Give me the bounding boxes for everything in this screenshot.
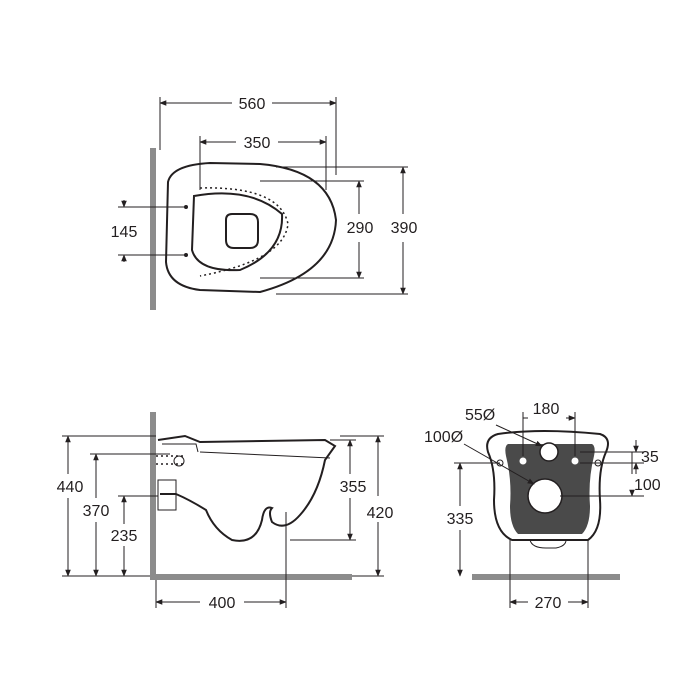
- back-floor: [472, 574, 620, 580]
- top-wall: [150, 148, 156, 310]
- leader-55: [495, 424, 543, 447]
- top-drain-symbol: [225, 213, 259, 249]
- leader-100dia: [463, 443, 535, 485]
- dim-180-label: 180: [533, 401, 560, 418]
- back-outlet-100: [527, 478, 563, 514]
- dim-335-label: 335: [447, 511, 474, 528]
- dim-400-label: 400: [209, 595, 236, 612]
- side-inlet-circle: [173, 455, 185, 467]
- side-seat-line: [199, 451, 331, 459]
- top-bowl-outline: [164, 161, 338, 294]
- dim-55-label: 55Ø: [465, 407, 495, 424]
- dim-235-label: 235: [111, 528, 138, 545]
- dim-350-label: 350: [244, 135, 271, 152]
- dim-420-label: 420: [367, 505, 394, 522]
- dim-440-label: 440: [57, 479, 84, 496]
- back-bolt-hole-left: [519, 457, 527, 465]
- top-view: 560 350 145 290 390: [111, 96, 418, 310]
- dim-100-label: 100: [634, 477, 661, 494]
- top-seat-opening: [190, 192, 284, 272]
- side-outlet-pipe: [157, 479, 177, 511]
- dim-390-label: 390: [391, 220, 418, 237]
- back-flange: [529, 539, 567, 549]
- top-inner-rim: [199, 187, 289, 277]
- back-inlet-55: [539, 442, 559, 462]
- back-view: 180 55Ø 100Ø 35 100 335 270: [424, 401, 661, 612]
- side-seat-hinge: [162, 443, 199, 453]
- side-bowl-outline: [157, 434, 337, 542]
- side-view: 440 370 235 355 420 400: [57, 412, 394, 612]
- dim-355-label: 355: [340, 479, 367, 496]
- back-outline: [486, 430, 609, 541]
- dim-35-label: 35: [641, 449, 659, 466]
- dim-145-label: 145: [111, 224, 138, 241]
- dim-270-label: 270: [535, 595, 562, 612]
- dim-370-label: 370: [83, 503, 110, 520]
- back-bolt-hole-right: [571, 457, 579, 465]
- dim-100dia-label: 100Ø: [424, 429, 463, 446]
- side-floor: [150, 574, 352, 580]
- dim-290-label: 290: [347, 220, 374, 237]
- dim-560-label: 560: [239, 96, 266, 113]
